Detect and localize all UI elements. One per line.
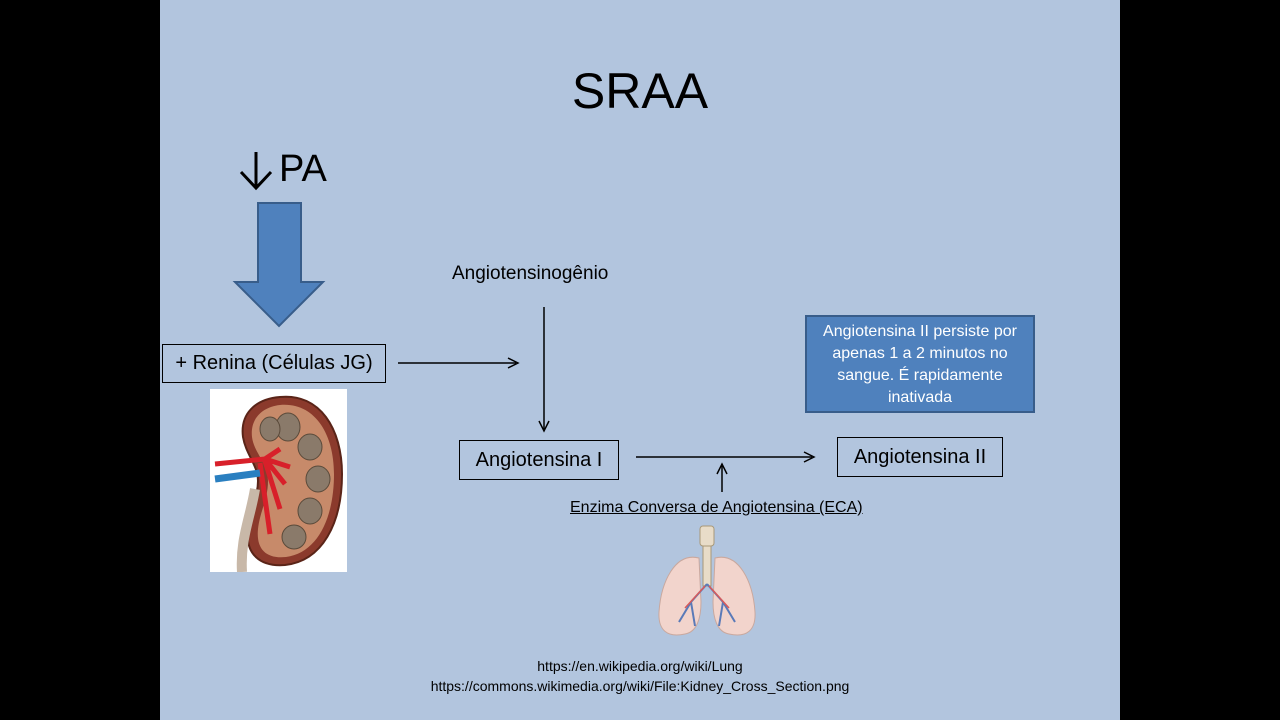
enzyme-arrow-icon [716, 462, 728, 492]
kidney-image [210, 389, 347, 572]
slide-title: SRAA [571, 63, 709, 119]
pa-label: PA [279, 148, 327, 190]
angiotensin-1-box: Angiotensina I [459, 440, 619, 480]
note-callout: Angiotensina II persiste por apenas 1 a … [805, 315, 1035, 413]
angiotensin-2-box: Angiotensina II [837, 437, 1003, 477]
conversion-arrow-icon [538, 307, 550, 433]
renin-arrow-icon [398, 357, 520, 369]
reference-lung: https://en.wikipedia.org/wiki/Lung [537, 658, 743, 674]
down-arrow-icon [239, 152, 273, 191]
lung-image [658, 525, 756, 636]
enzyme-label: Enzima Conversa de Angiotensina (ECA) [570, 499, 863, 516]
angiotensinogen-label: Angiotensinogênio [452, 263, 609, 284]
slide: SRAA PA + Renina (Células JG) Angiotensi… [160, 0, 1120, 720]
block-arrow-icon [232, 202, 326, 328]
ace-arrow-icon [636, 451, 816, 463]
renin-box: + Renina (Células JG) [162, 344, 386, 383]
reference-kidney: https://commons.wikimedia.org/wiki/File:… [430, 678, 850, 694]
references: https://en.wikipedia.org/wiki/Lung https… [360, 656, 920, 696]
